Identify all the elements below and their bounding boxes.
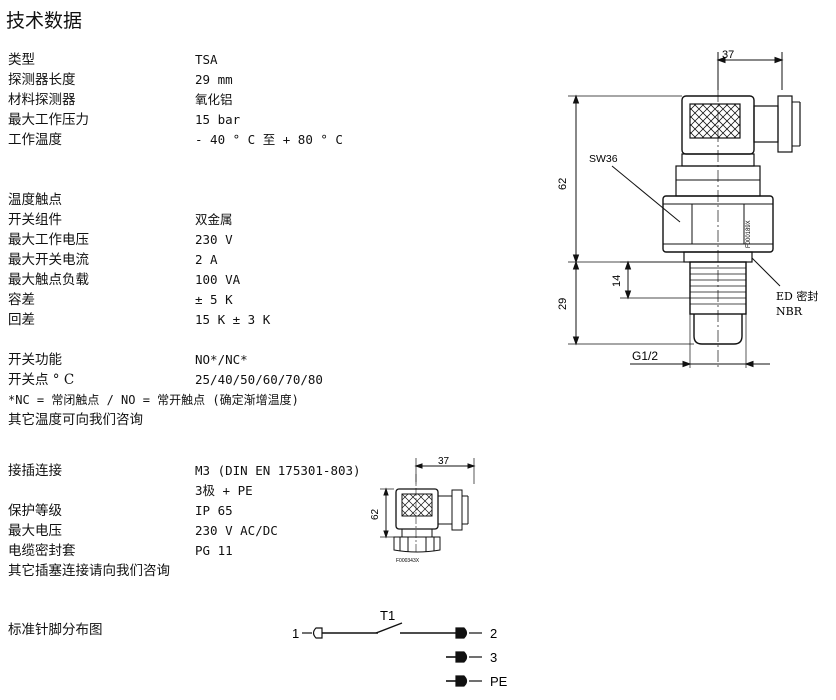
pin-label-pe: PE [490,674,508,689]
label-seal: ED 密封 [776,289,818,303]
note-other-temps: 其它温度可向我们咨询 [8,412,143,428]
drawing-code-2: F000343X [396,558,420,564]
dim-height-62: 62 [557,178,569,190]
pin-label-1: 1 [292,626,299,641]
sensor-dimension-drawing: 37 62 14 29 SW36 ED 密封 NBR G1/2 F000189X [557,49,818,370]
note-other-connectors: 其它插塞连接请向我们咨询 [8,563,170,579]
connector-drawing: 37 62 F000343X [370,456,476,564]
label-thread-size: G1/2 [632,349,658,363]
pin-label-2: 2 [490,626,497,641]
label-seal-material: NBR [776,305,803,318]
connector-dim-width: 37 [438,456,450,467]
dim-probe-29: 29 [557,298,569,310]
switch-label-t1: T1 [380,608,395,623]
pin-wiring-diagram: 1 T1 2 3 PE [292,608,508,689]
dim-width-37: 37 [722,49,734,61]
pin-label-3: 3 [490,650,497,665]
pin-layout-title: 标准针脚分布图 [8,622,103,638]
footnote-contacts: *NC = 常闭触点 / NO = 常开触点 (确定渐增温度) [8,393,299,407]
label-wrench-size: SW36 [589,153,618,165]
dim-thread-14: 14 [611,275,623,287]
drawing-code-1: F000189X [746,220,752,248]
page-title: 技术数据 [6,10,83,32]
connector-dim-height: 62 [370,508,381,520]
